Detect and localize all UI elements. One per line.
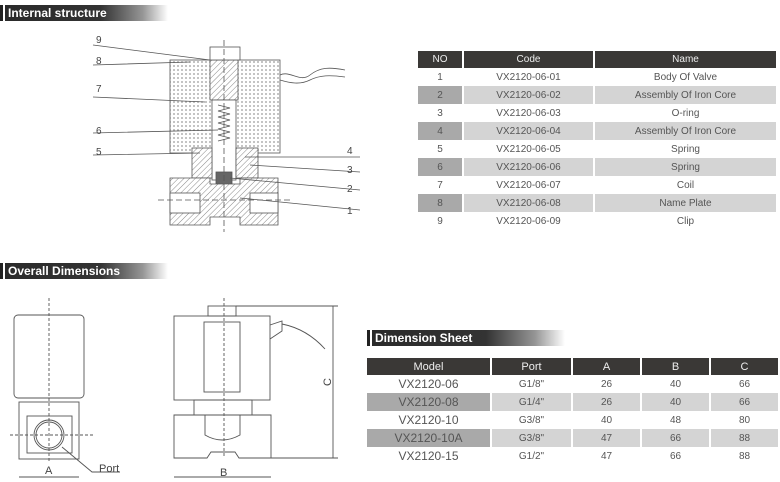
table-cell: VX2120-08 [367,393,490,411]
table-cell: O-ring [671,107,700,119]
table-cell: VX2120-06-06 [464,158,593,176]
section-header-overall-dimensions: Overall Dimensions [0,263,168,279]
callout-2: 2 [347,184,353,195]
callout-4: 4 [347,146,353,157]
table-cell: G3/8" [492,429,571,447]
table-cell: VX2120-10A [367,429,490,447]
column-header: C [711,358,778,375]
table-cell: Body Of Valve [653,71,718,83]
table-cell: Spring [595,158,776,176]
table-row: VX2120-10 G3/8" 40 48 80 [367,411,778,429]
dimension-a-label: A [45,465,53,477]
table-cell: VX2120-06-04 [464,122,593,140]
table-cell: Name Plate [595,194,776,212]
callout-3: 3 [347,165,353,176]
section-header-dimension-sheet: Dimension Sheet [367,330,565,346]
table-cell: G1/8" [518,378,545,390]
col-code: Code [464,51,593,68]
table-row: 3 VX2120-06-03 O-ring [418,104,776,122]
port-label: Port [99,463,119,475]
section-header-internal-structure: Internal structure [0,5,168,21]
table-cell: Clip [676,215,695,227]
table-cell: VX2120-15 [398,449,459,463]
table-cell: Assembly Of Iron Core [595,86,776,104]
callout-6: 6 [96,126,102,137]
col-no: NO [418,51,462,68]
table-cell: VX2120-06 [398,377,459,391]
callout-9: 9 [96,35,102,46]
table-cell: 88 [711,429,778,447]
column-header: Model [367,358,490,375]
col-name: Name [595,51,776,68]
table-cell: 26 [600,378,613,390]
table-row: VX2120-15 G1/2" 47 66 88 [367,447,778,465]
table-cell: VX2120-06-05 [496,143,561,155]
column-header: A [573,358,640,375]
table-cell: G1/4" [492,393,571,411]
table-cell: VX2120-06-08 [464,194,593,212]
callout-5: 5 [96,147,102,158]
table-cell: 3 [437,107,443,119]
table-row: 9 VX2120-06-09 Clip [418,212,776,230]
side-view-drawing [10,298,120,478]
table-cell: Spring [671,143,700,155]
table-cell: 1 [437,71,443,83]
table-row: VX2120-06 G1/8" 26 40 66 [367,375,778,393]
table-cell: 48 [669,414,682,426]
callout-1: 1 [347,206,353,217]
table-cell: G3/8" [518,414,545,426]
column-header: Port [492,358,571,375]
table-cell: 7 [437,179,443,191]
callout-8: 8 [96,56,102,67]
table-cell: 40 [642,393,709,411]
dimension-c-label: C [322,378,334,386]
table-cell: 66 [642,429,709,447]
table-cell: 47 [600,450,613,462]
table-cell: VX2120-06-03 [496,107,561,119]
internal-structure-drawing [92,40,361,232]
front-view-drawing [173,298,338,478]
table-cell: VX2120-10 [398,413,459,427]
table-cell: 8 [418,194,462,212]
table-cell: 5 [437,143,443,155]
table-cell: 26 [573,393,640,411]
table-cell: VX2120-06-02 [464,86,593,104]
table-cell: 88 [738,450,751,462]
table-cell: VX2120-06-07 [496,179,561,191]
table-row: 1 VX2120-06-01 Body Of Valve [418,68,776,86]
table-cell: Coil [676,179,695,191]
table-cell: 40 [669,378,682,390]
table-cell: 66 [711,393,778,411]
table-cell: 47 [573,429,640,447]
table-cell: Assembly Of Iron Core [595,122,776,140]
table-row: 7 VX2120-06-07 Coil [418,176,776,194]
table-cell: VX2120-06-09 [496,215,561,227]
table-cell: 66 [738,378,751,390]
table-cell: 2 [418,86,462,104]
table-cell: 40 [600,414,613,426]
table-row: 5 VX2120-06-05 Spring [418,140,776,158]
table-cell: 4 [418,122,462,140]
table-cell: 66 [669,450,682,462]
table-cell: 6 [418,158,462,176]
table-cell: 9 [437,215,443,227]
dimension-b-label: B [220,467,227,479]
callout-labels: 9 8 7 6 5 4 3 2 1 [96,35,353,217]
column-header: B [642,358,709,375]
callout-7: 7 [96,84,102,95]
table-cell: G1/2" [518,450,545,462]
table-cell: VX2120-06-01 [496,71,561,83]
table-cell: 80 [738,414,751,426]
